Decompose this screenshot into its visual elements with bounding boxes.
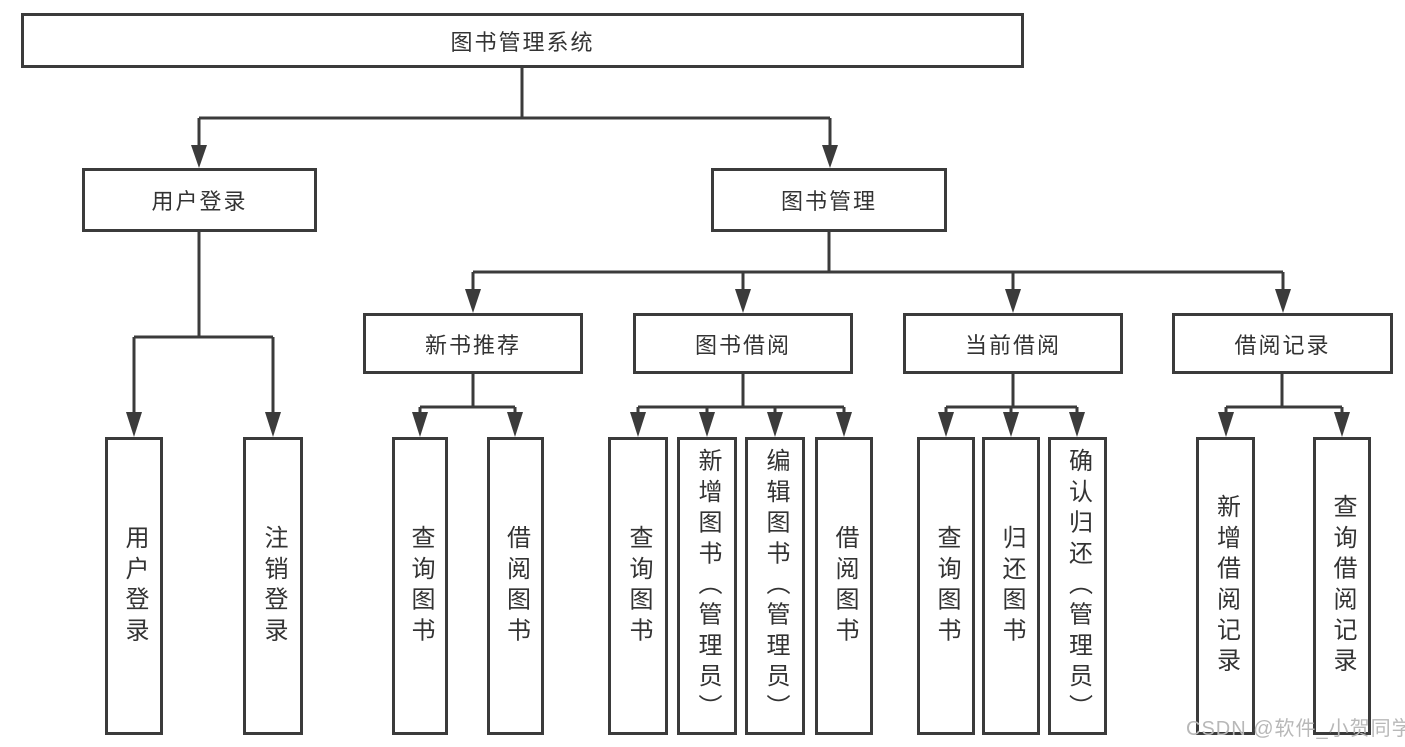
csdn-watermark: CSDN @软件_小贺同学 bbox=[1186, 718, 1405, 740]
node-user-login: 用户登录 bbox=[82, 168, 317, 232]
node-library-management-system-label: 图书管理系统 bbox=[450, 29, 595, 55]
node-current-borrow: 当前借阅 bbox=[903, 313, 1123, 374]
node-book-management: 图书管理 bbox=[711, 168, 947, 232]
leaf-nbr-borrow-books-label: 借阅图书 bbox=[502, 524, 530, 648]
leaf-cb-query-books-label: 查询图书 bbox=[933, 524, 960, 648]
leaf-br-query-record-label: 查询借阅记录 bbox=[1329, 493, 1356, 679]
leaf-br-add-record: 新增借阅记录 bbox=[1196, 437, 1255, 735]
leaf-nbr-query-books-label: 查询图书 bbox=[407, 524, 434, 648]
leaf-cb-return-books-label: 归还图书 bbox=[998, 524, 1025, 648]
leaf-logout-label: 注销登录 bbox=[260, 524, 287, 648]
node-new-book-recommend: 新书推荐 bbox=[363, 313, 583, 374]
leaf-bb-edit-books-admin-label: 编辑图书（管理员） bbox=[762, 447, 789, 725]
leaf-br-query-record: 查询借阅记录 bbox=[1313, 437, 1371, 735]
node-book-borrow: 图书借阅 bbox=[633, 313, 853, 374]
node-current-borrow-label: 当前借阅 bbox=[964, 332, 1061, 358]
leaf-nbr-query-books: 查询图书 bbox=[392, 437, 448, 735]
node-borrow-records: 借阅记录 bbox=[1172, 313, 1393, 374]
leaf-bb-edit-books-admin: 编辑图书（管理员） bbox=[745, 437, 805, 735]
leaf-bb-query-books: 查询图书 bbox=[608, 437, 668, 735]
leaf-cb-confirm-return-admin: 确认归还（管理员） bbox=[1048, 437, 1107, 735]
leaf-bb-borrow-books: 借阅图书 bbox=[815, 437, 873, 735]
leaf-user-login: 用户登录 bbox=[105, 437, 163, 735]
node-user-login-label: 用户登录 bbox=[151, 189, 248, 214]
leaf-bb-borrow-books-label: 借阅图书 bbox=[831, 524, 858, 648]
leaf-bb-add-books-admin-label: 新增图书（管理员） bbox=[694, 447, 721, 725]
leaf-bb-query-books-label: 查询图书 bbox=[625, 524, 652, 648]
node-borrow-records-label: 借阅记录 bbox=[1234, 332, 1331, 358]
leaf-bb-add-books-admin: 新增图书（管理员） bbox=[677, 437, 737, 735]
leaf-cb-query-books: 查询图书 bbox=[917, 437, 975, 735]
leaf-br-add-record-label: 新增借阅记录 bbox=[1212, 493, 1240, 679]
leaf-cb-confirm-return-admin-label: 确认归还（管理员） bbox=[1064, 447, 1092, 725]
leaf-cb-return-books: 归还图书 bbox=[982, 437, 1040, 735]
leaf-nbr-borrow-books: 借阅图书 bbox=[487, 437, 544, 735]
node-book-management-label: 图书管理 bbox=[780, 189, 877, 214]
node-book-borrow-label: 图书借阅 bbox=[694, 332, 791, 358]
node-new-book-recommend-label: 新书推荐 bbox=[424, 332, 521, 358]
node-library-management-system: 图书管理系统 bbox=[21, 13, 1024, 68]
leaf-logout: 注销登录 bbox=[243, 437, 303, 735]
leaf-user-login-label: 用户登录 bbox=[121, 524, 148, 648]
